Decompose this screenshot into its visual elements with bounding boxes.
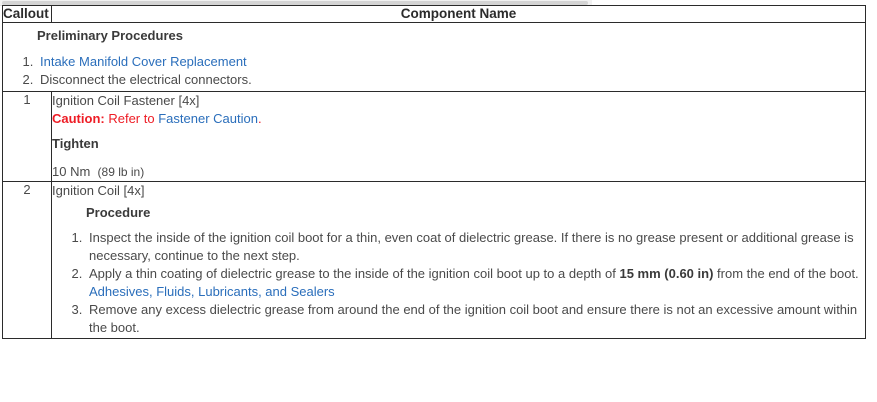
- table-row: 1 Ignition Coil Fastener [4x] Caution: R…: [2, 91, 866, 182]
- step-text-part1: Apply a thin coating of dielectric greas…: [89, 266, 620, 281]
- procedure-step-list: Inspect the inside of the ignition coil …: [52, 229, 865, 337]
- step-bold-value: 15 mm (0.60 in): [619, 266, 714, 281]
- torque-imperial: (89 lb in): [97, 165, 145, 179]
- list-item: Intake Manifold Cover Replacement: [37, 53, 865, 71]
- callout-number: 1: [2, 91, 52, 182]
- column-header-callout: Callout: [2, 5, 52, 23]
- component-cell: Ignition Coil Fastener [4x] Caution: Ref…: [51, 91, 866, 182]
- preliminary-procedures-cell: Preliminary Procedures Intake Manifold C…: [2, 22, 866, 92]
- torque-metric: 10 Nm: [52, 164, 91, 179]
- torque-spec: 10 Nm (89 lb in): [52, 163, 865, 181]
- table-header: Callout Component Name: [2, 5, 866, 23]
- column-header-component-name: Component Name: [51, 5, 866, 23]
- table-row: Preliminary Procedures Intake Manifold C…: [2, 22, 866, 92]
- table-header-row: Callout Component Name: [2, 5, 866, 23]
- list-item: Inspect the inside of the ignition coil …: [86, 229, 865, 265]
- scrollbar-thumb[interactable]: [2, 1, 588, 5]
- list-item: Disconnect the electrical connectors.: [37, 71, 865, 89]
- callout-number: 2: [2, 181, 52, 339]
- procedure-heading: Procedure: [86, 205, 151, 220]
- preliminary-procedures-list: Intake Manifold Cover Replacement Discon…: [3, 53, 865, 89]
- table-body: Preliminary Procedures Intake Manifold C…: [2, 22, 866, 339]
- list-item: Remove any excess dielectric grease from…: [86, 301, 865, 337]
- step-text: Remove any excess dielectric grease from…: [89, 302, 858, 335]
- caution-label: Caution:: [52, 111, 105, 126]
- caution-period: .: [257, 111, 262, 126]
- caution-lead-text: Refer to: [108, 111, 155, 126]
- step-text: Inspect the inside of the ignition coil …: [89, 230, 854, 263]
- step-text-part2: from the end of the boot.: [713, 266, 859, 281]
- link-fastener-caution[interactable]: Fastener Caution: [158, 111, 258, 126]
- procedure-table: Callout Component Name Preliminary Proce…: [2, 5, 866, 339]
- tighten-heading: Tighten: [52, 136, 99, 151]
- list-item: Apply a thin coating of dielectric greas…: [86, 265, 865, 301]
- component-title: Ignition Coil [4x]: [52, 183, 145, 198]
- link-adhesives-fluids-lubricants-and-sealers[interactable]: Adhesives, Fluids, Lubricants, and Seale…: [89, 284, 335, 299]
- caution-line: Caution: Refer to Fastener Caution.: [52, 110, 865, 128]
- procedure-table-container: Callout Component Name Preliminary Proce…: [2, 5, 866, 339]
- component-title: Ignition Coil Fastener [4x]: [52, 93, 200, 108]
- component-cell: Ignition Coil [4x] Procedure Inspect the…: [51, 181, 866, 339]
- table-row: 2 Ignition Coil [4x] Procedure Inspect t…: [2, 181, 866, 339]
- preliminary-procedures-heading: Preliminary Procedures: [37, 28, 183, 43]
- link-intake-manifold-cover-replacement[interactable]: Intake Manifold Cover Replacement: [40, 54, 247, 69]
